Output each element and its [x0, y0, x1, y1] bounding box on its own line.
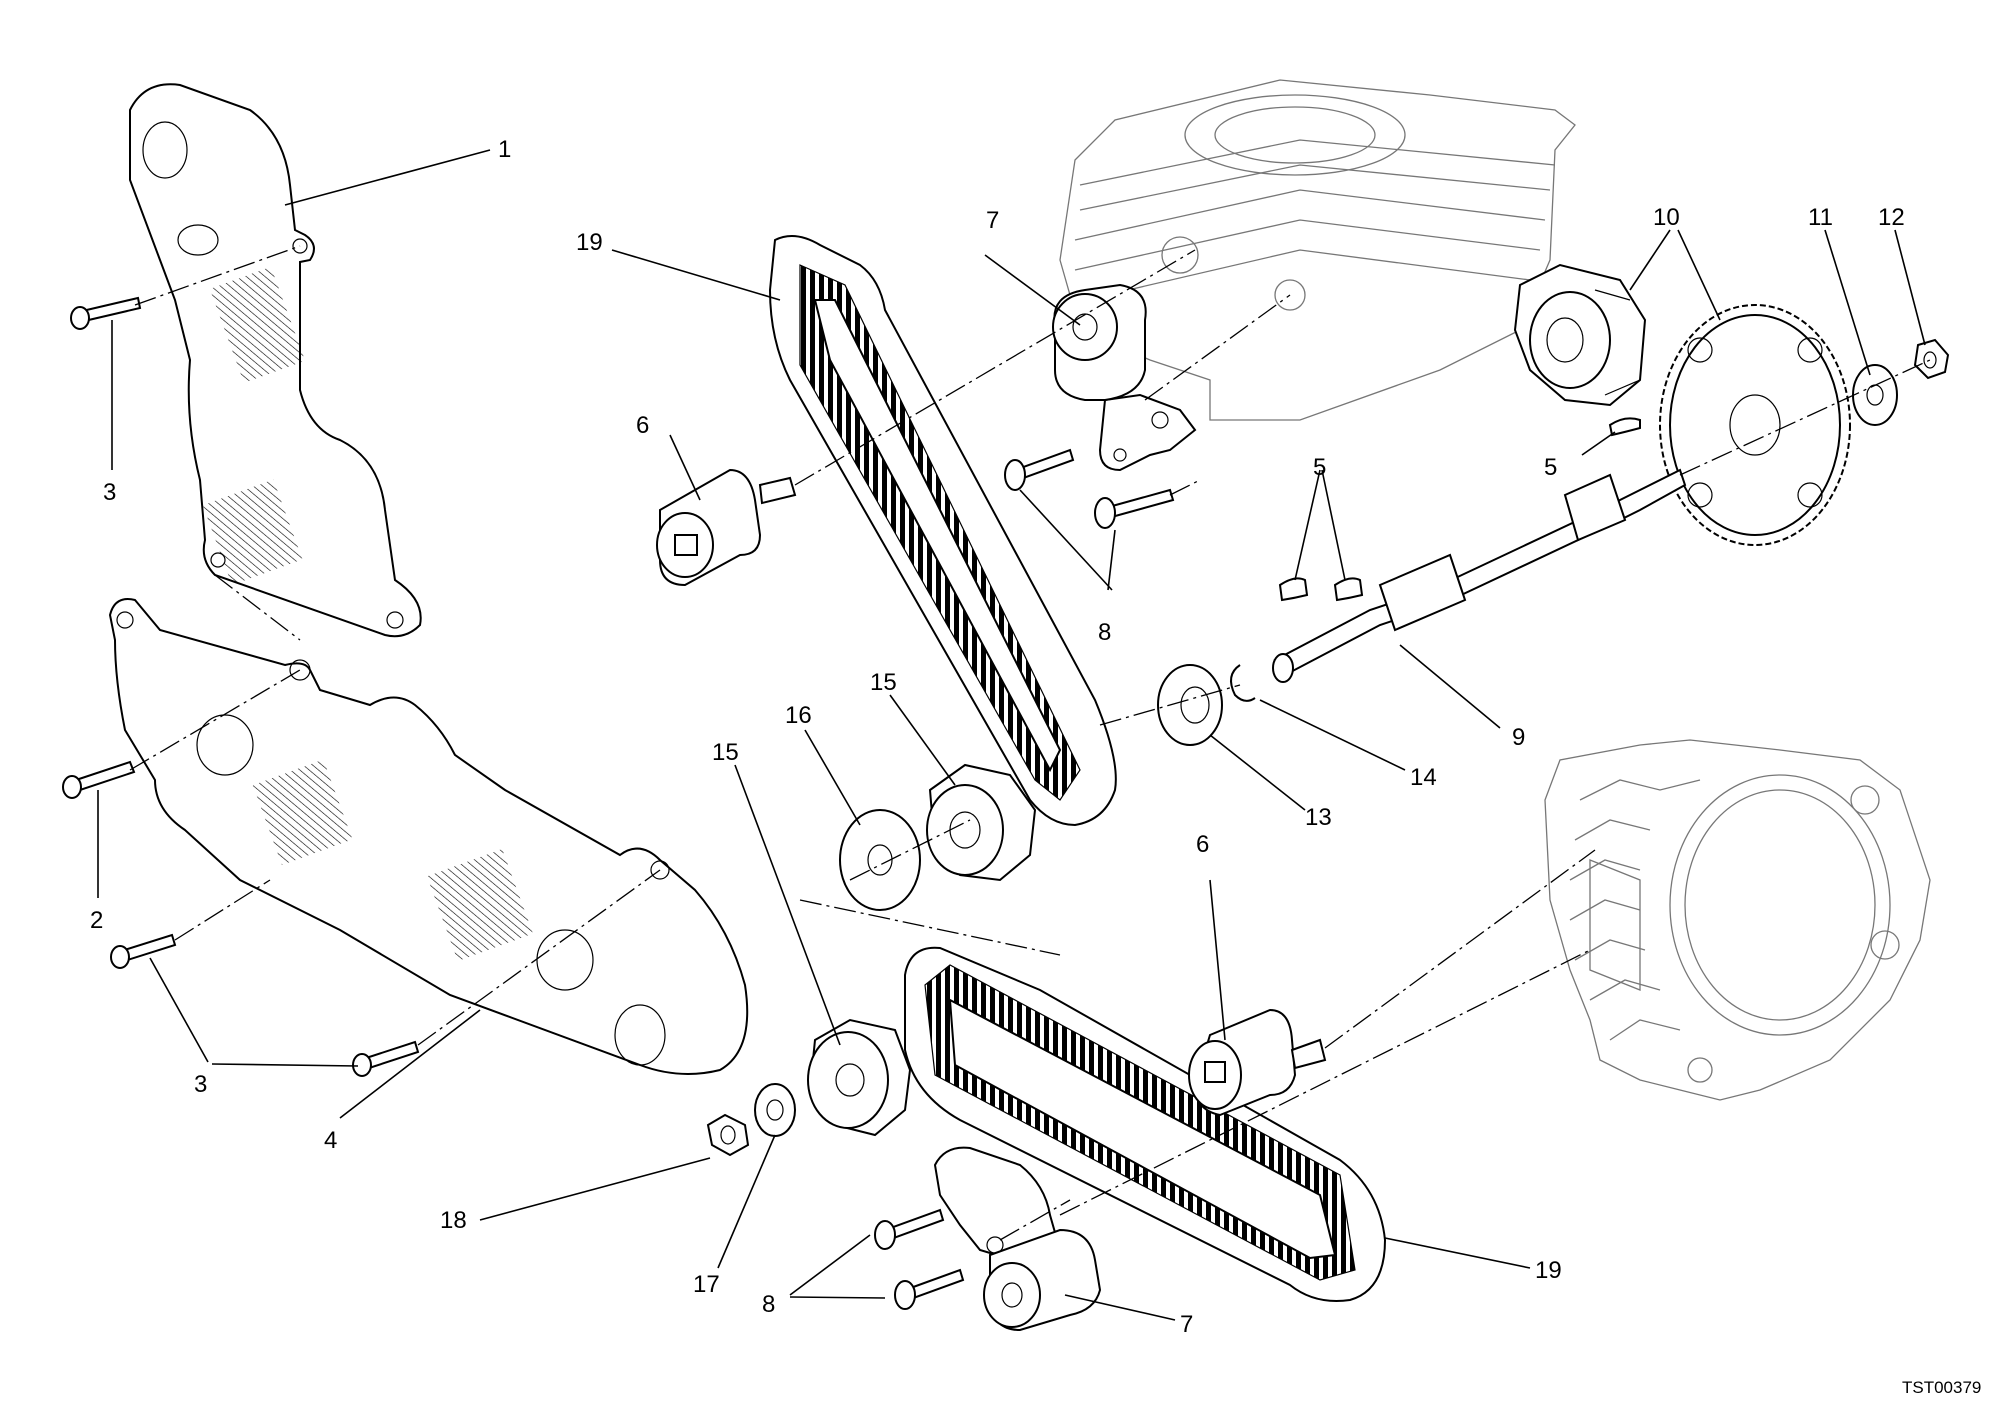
upper-timing-belt[interactable] [768, 235, 1117, 827]
tensioner-bolt[interactable] [874, 1208, 945, 1250]
callout-label: 7 [1180, 1311, 1193, 1338]
callout-label: 18 [440, 1207, 467, 1234]
callout-label: 15 [712, 739, 739, 766]
lower-idler-roller[interactable] [1188, 1008, 1327, 1117]
callout-label: 5 [1544, 454, 1557, 481]
callout-label: 10 [1653, 204, 1680, 231]
lower-belt-cover[interactable] [108, 598, 749, 1075]
drawing-code: TST00379 [1902, 1378, 1981, 1397]
lower-belt-tensioner[interactable] [933, 1146, 1102, 1332]
lower-crank-pulley[interactable] [807, 1018, 912, 1137]
callout-label: 5 [1313, 454, 1326, 481]
callout-label: 7 [986, 207, 999, 234]
upper-crank-pulley[interactable] [926, 763, 1037, 882]
camshaft-nut[interactable] [1913, 338, 1950, 380]
cover-bolt[interactable] [352, 1040, 420, 1077]
leader-lines [97, 149, 1926, 1321]
camshaft[interactable] [1272, 468, 1687, 683]
callout-label: 19 [576, 229, 603, 256]
callout-label: 2 [90, 907, 103, 934]
callout-label: 4 [324, 1127, 337, 1154]
callout-label: 6 [1196, 831, 1209, 858]
callout-label: 3 [194, 1071, 207, 1098]
assembly-centerlines [129, 245, 1931, 1241]
small-camshaft-pulley[interactable] [1513, 263, 1647, 407]
cover-bolt[interactable] [70, 296, 142, 330]
upper-belt-cover[interactable] [129, 83, 422, 638]
callout-label: 19 [1535, 1257, 1562, 1284]
callout-label: 17 [693, 1271, 720, 1298]
circlip[interactable] [1230, 664, 1256, 702]
callout-label: 6 [636, 412, 649, 439]
callout-label: 3 [103, 479, 116, 506]
woodruff-key[interactable] [1278, 577, 1309, 602]
callout-label: 9 [1512, 724, 1525, 751]
callout-labels: 1 3 2 3 4 19 6 7 8 10 11 12 5 5 9 14 13 … [90, 136, 1905, 1338]
crank-nut[interactable] [706, 1113, 750, 1157]
callout-label: 11 [1808, 204, 1833, 231]
front-cylinder-ghost [1544, 739, 1931, 1101]
callout-label: 8 [762, 1291, 775, 1318]
cover-bolt[interactable] [110, 933, 177, 969]
callout-label: 15 [870, 669, 897, 696]
callout-label: 8 [1098, 619, 1111, 646]
spacer-washer[interactable] [839, 809, 921, 911]
camshaft-washer[interactable] [1852, 364, 1898, 426]
tensioner-bolt[interactable] [1004, 448, 1075, 491]
tensioner-bolt[interactable] [894, 1268, 965, 1310]
callout-label: 12 [1878, 204, 1905, 231]
callout-label: 14 [1410, 764, 1437, 791]
large-camshaft-gear[interactable] [1659, 304, 1851, 546]
woodruff-key[interactable] [1333, 577, 1364, 602]
lower-timing-belt[interactable] [904, 946, 1387, 1302]
upper-idler-roller[interactable] [656, 468, 797, 587]
callout-label: 13 [1305, 804, 1332, 831]
cover-bolt[interactable] [62, 760, 136, 799]
camshaft-seal[interactable] [1157, 664, 1223, 746]
crank-washer[interactable] [754, 1083, 796, 1137]
tensioner-bolt[interactable] [1094, 488, 1175, 529]
callout-label: 1 [498, 136, 511, 163]
woodruff-key[interactable] [1608, 417, 1641, 437]
upper-belt-tensioner[interactable] [1052, 283, 1197, 472]
callout-label: 16 [785, 702, 812, 729]
